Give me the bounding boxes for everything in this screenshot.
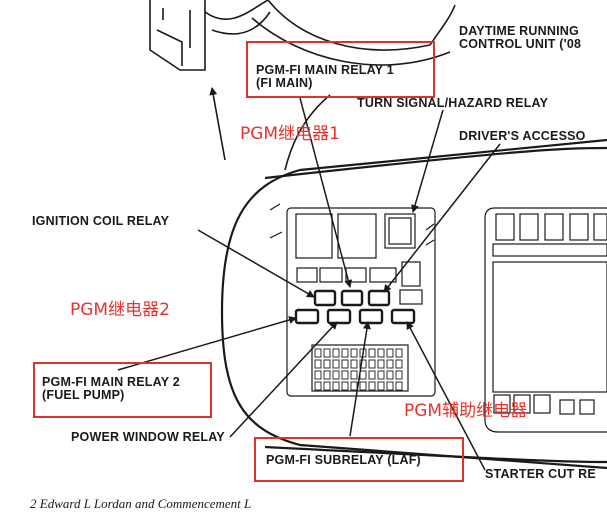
label-ignition-coil-relay: IGNITION COIL RELAY (32, 214, 170, 228)
highlight-main-relay-2 (33, 362, 212, 418)
label-power-window-relay: POWER WINDOW RELAY (71, 430, 225, 444)
label-pgm-fi-subrelay: PGM-FI SUBRELAY (LAF) (266, 453, 421, 467)
annotation-pgm-relay-2: PGM继电器2 (70, 300, 170, 320)
pointer-arrow-upper (209, 87, 226, 161)
top-harness (149, 0, 456, 171)
mini-fuse-grid (314, 348, 403, 391)
fuse-block (269, 203, 436, 397)
label-drivers-accessory: DRIVER'S ACCESSO (459, 129, 586, 143)
label-turn-signal-hazard-relay: TURN SIGNAL/HAZARD RELAY (357, 96, 549, 110)
label-daytime-running: DAYTIME RUNNING CONTROL UNIT ('08 (459, 24, 582, 51)
page-caption: 2 Edward L Lordan and Commencement L (30, 496, 252, 511)
relay-slots (294, 289, 416, 325)
leader-lines (117, 97, 501, 471)
label-pgm-fi-main-relay-1: PGM-FI MAIN RELAY 1 (FI MAIN) (256, 63, 394, 90)
label-pgm-fi-main-relay-2: PGM-FI MAIN RELAY 2 (FUEL PUMP) (42, 375, 180, 402)
fuse-box-outline (220, 138, 607, 470)
annotation-pgm-aux-relay: PGM辅助继电器 (404, 401, 528, 421)
label-starter-cut-relay: STARTER CUT RE (485, 467, 596, 481)
highlight-subrelay (254, 437, 464, 482)
highlight-main-relay-1 (246, 41, 435, 98)
annotation-pgm-relay-1: PGM继电器1 (240, 124, 340, 144)
right-fuse-block (484, 207, 607, 433)
